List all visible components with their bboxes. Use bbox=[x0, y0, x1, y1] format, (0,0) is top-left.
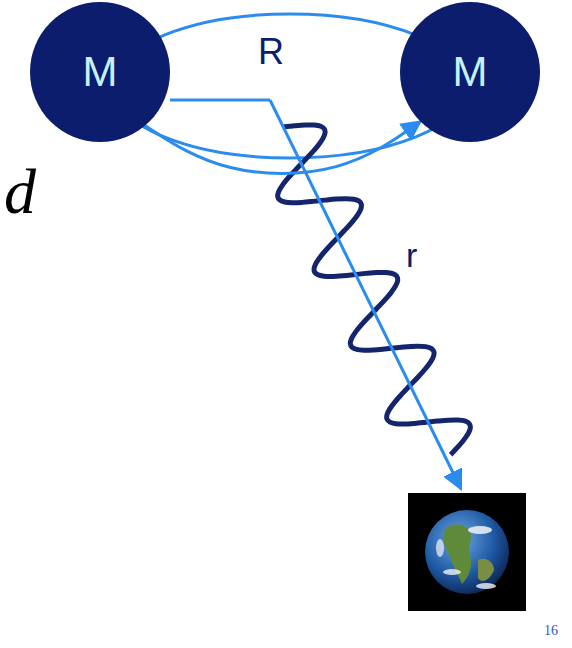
mass-circle: M bbox=[30, 2, 170, 142]
slide-letter: d bbox=[4, 160, 36, 224]
separation-label: R bbox=[258, 34, 284, 70]
earth-picture bbox=[408, 493, 526, 611]
separation-line bbox=[170, 99, 270, 102]
mass-label: M bbox=[83, 51, 118, 93]
mass-circle: M bbox=[400, 2, 540, 142]
distance-label: r bbox=[406, 238, 417, 272]
distance-arrow bbox=[270, 100, 461, 489]
page-number: 16 bbox=[544, 624, 558, 638]
mass-label: M bbox=[453, 51, 488, 93]
orbit-arrow bbox=[145, 121, 421, 173]
